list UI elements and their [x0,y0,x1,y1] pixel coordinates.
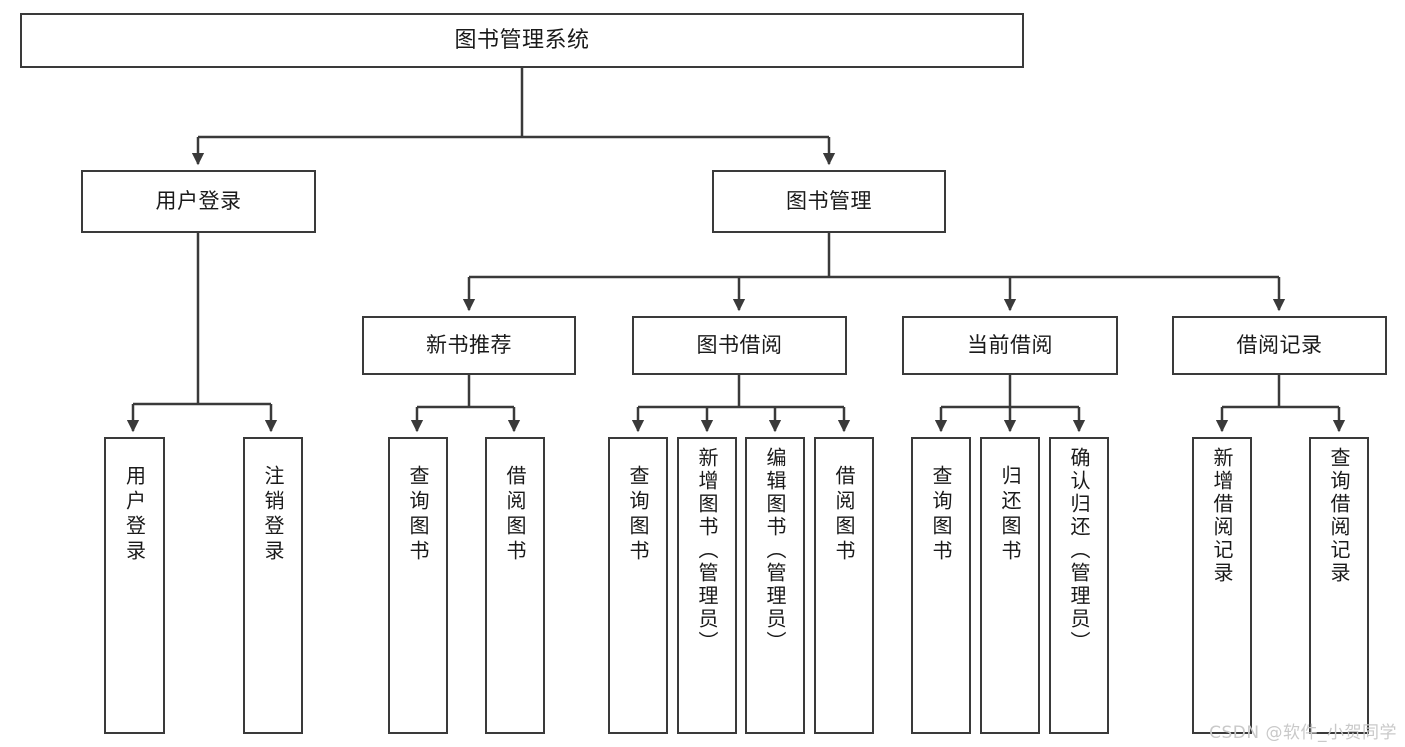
node-book-borrow[interactable]: 图书借阅 [632,316,847,375]
leaf-current-borrow-return[interactable]: 归还图书 [980,437,1040,734]
leaf-user-login-signout[interactable]: 注销登录 [243,437,303,734]
leaf-current-borrow-query[interactable]: 查询图书 [911,437,971,734]
node-label: 查询图书 [406,465,430,565]
node-label: 查询借阅记录 [1327,447,1351,585]
node-borrow-record[interactable]: 借阅记录 [1172,316,1387,375]
node-label: 借阅记录 [1236,333,1323,357]
leaf-borrow-record-add[interactable]: 新增借阅记录 [1192,437,1252,734]
node-label: 归还图书 [998,465,1022,565]
leaf-borrow-record-query[interactable]: 查询借阅记录 [1309,437,1369,734]
node-book-management[interactable]: 图书管理 [712,170,946,233]
node-label: 图书管理系统 [454,27,590,53]
node-label: 图书管理 [786,189,872,213]
node-user-login[interactable]: 用户登录 [81,170,316,233]
node-label: 图书借阅 [696,333,783,357]
node-label: 新增借阅记录 [1210,447,1234,585]
leaf-book-borrow-edit-admin[interactable]: 编辑图书（管理员） [745,437,805,734]
leaf-current-borrow-confirm-admin[interactable]: 确认归还（管理员） [1049,437,1109,734]
leaf-book-borrow-borrow[interactable]: 借阅图书 [814,437,874,734]
node-root-book-management-system[interactable]: 图书管理系统 [20,13,1024,68]
node-label: 当前借阅 [967,333,1053,357]
leaf-user-login-signin[interactable]: 用户登录 [104,437,165,734]
node-label: 确认归还（管理员） [1067,447,1091,654]
node-label: 借阅图书 [503,465,527,565]
leaf-book-borrow-add-admin[interactable]: 新增图书（管理员） [677,437,737,734]
node-label: 新增图书（管理员） [695,447,719,654]
leaf-book-borrow-query[interactable]: 查询图书 [608,437,668,734]
node-label: 注销登录 [261,465,285,565]
node-label: 新书推荐 [426,333,512,357]
leaf-new-book-borrow[interactable]: 借阅图书 [485,437,545,734]
node-label: 查询图书 [626,465,650,565]
node-new-book-recommend[interactable]: 新书推荐 [362,316,576,375]
node-current-borrow[interactable]: 当前借阅 [902,316,1118,375]
node-label: 用户登录 [122,465,147,565]
node-label: 借阅图书 [832,465,856,565]
node-label: 编辑图书（管理员） [763,447,787,654]
node-label: 用户登录 [155,189,242,213]
node-label: 查询图书 [929,465,953,565]
csdn-watermark: CSDN @软件_小贺同学 [1209,723,1397,743]
leaf-new-book-query[interactable]: 查询图书 [388,437,448,734]
